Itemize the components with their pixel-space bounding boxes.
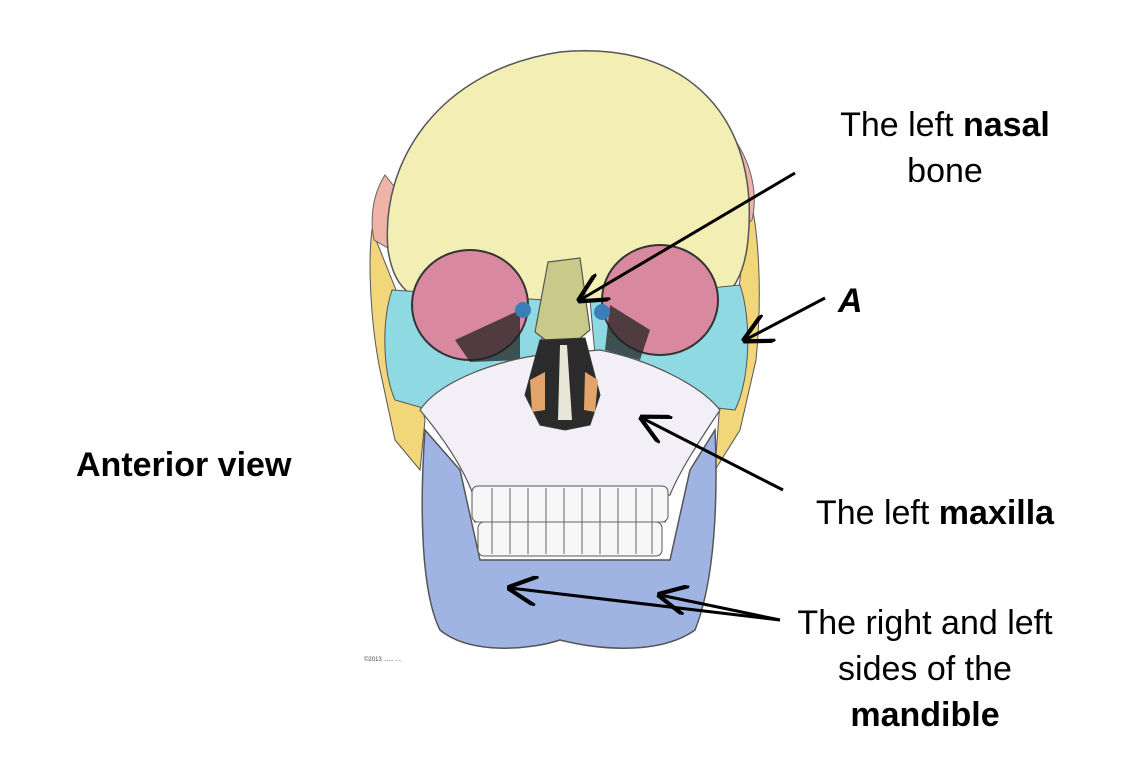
nasal-label-bold: nasal xyxy=(963,106,1050,144)
view-label: Anterior view xyxy=(76,442,291,488)
mandible-label-bold: mandible xyxy=(850,696,999,734)
right-lacrimal-spot xyxy=(594,304,610,320)
mandible-label-line1: The right and left xyxy=(770,600,1080,646)
nasal-label-prefix: The left xyxy=(840,106,963,144)
mandible-label-line3: mandible xyxy=(770,692,1080,738)
mandible-label-line2: sides of the xyxy=(770,646,1080,692)
mandible-label: The right and left sides of the mandible xyxy=(770,600,1080,738)
nasal-label-line2: bone xyxy=(800,148,1090,194)
upper-teeth xyxy=(472,486,668,522)
unknown-bone-label-a: A xyxy=(838,278,863,324)
left-lacrimal-spot xyxy=(515,302,531,318)
maxilla-label-prefix: The left xyxy=(816,494,939,532)
maxilla-label: The left maxilla xyxy=(780,490,1090,536)
copyright-notice: ©2013 ...... .... xyxy=(364,657,402,663)
nasal-label-line1: The left nasal xyxy=(800,102,1090,148)
nasal-bone-label: The left nasal bone xyxy=(800,102,1090,194)
maxilla-label-bold: maxilla xyxy=(939,494,1054,532)
lower-teeth xyxy=(478,522,662,556)
